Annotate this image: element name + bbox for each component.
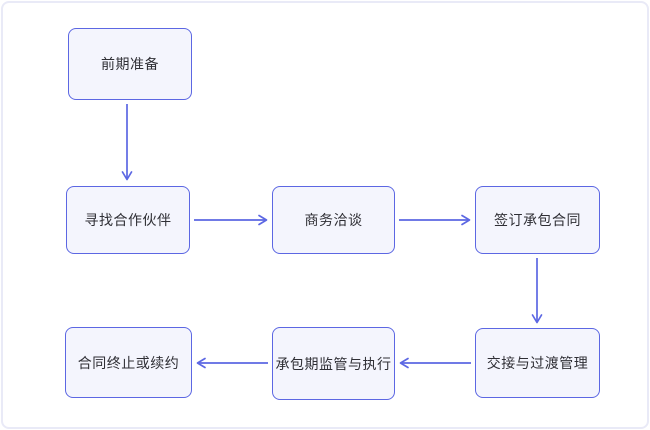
flow-node-find-partners: 寻找合作伙伴 <box>66 186 190 254</box>
flow-node-preparation: 前期准备 <box>68 28 192 100</box>
flow-node-supervision-execution: 承包期监管与执行 <box>272 327 395 400</box>
flow-node-sign-contract: 签订承包合同 <box>475 186 600 254</box>
flow-node-handover-transition: 交接与过渡管理 <box>475 328 600 398</box>
flow-node-business-negotiation: 商务洽谈 <box>272 186 395 254</box>
flow-node-termination-or-renewal: 合同终止或续约 <box>65 327 192 398</box>
